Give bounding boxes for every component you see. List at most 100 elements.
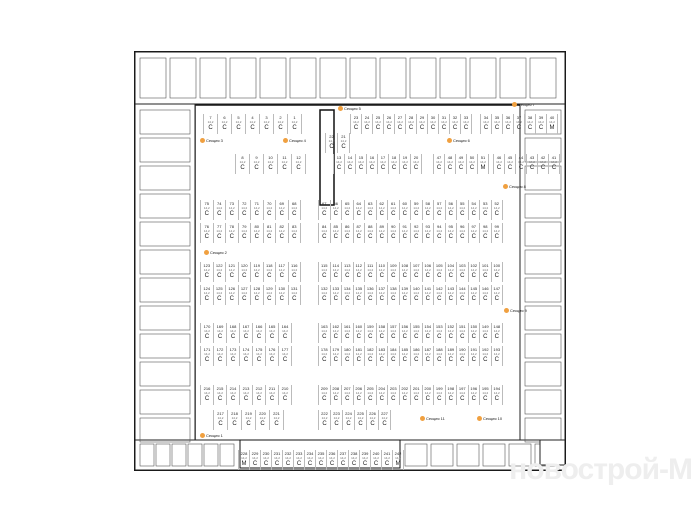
- spot-type: С: [452, 125, 458, 131]
- spot-type: С: [322, 334, 327, 340]
- spot-area: 14,2: [321, 229, 328, 233]
- spot-area: 14,2: [459, 291, 466, 295]
- spot-type: С: [254, 234, 259, 240]
- spot-area: 14,2: [390, 329, 397, 333]
- spot-number: 21: [341, 134, 346, 139]
- spot-area: 14,2: [424, 352, 431, 356]
- spot-type: С: [345, 357, 350, 363]
- spot-type: С: [356, 396, 361, 402]
- spot-number: 156: [401, 324, 409, 329]
- spot-type: С: [414, 396, 419, 402]
- spot-number: 125: [215, 286, 223, 291]
- spot-number: 68: [292, 201, 297, 206]
- spot-type: С: [384, 461, 390, 467]
